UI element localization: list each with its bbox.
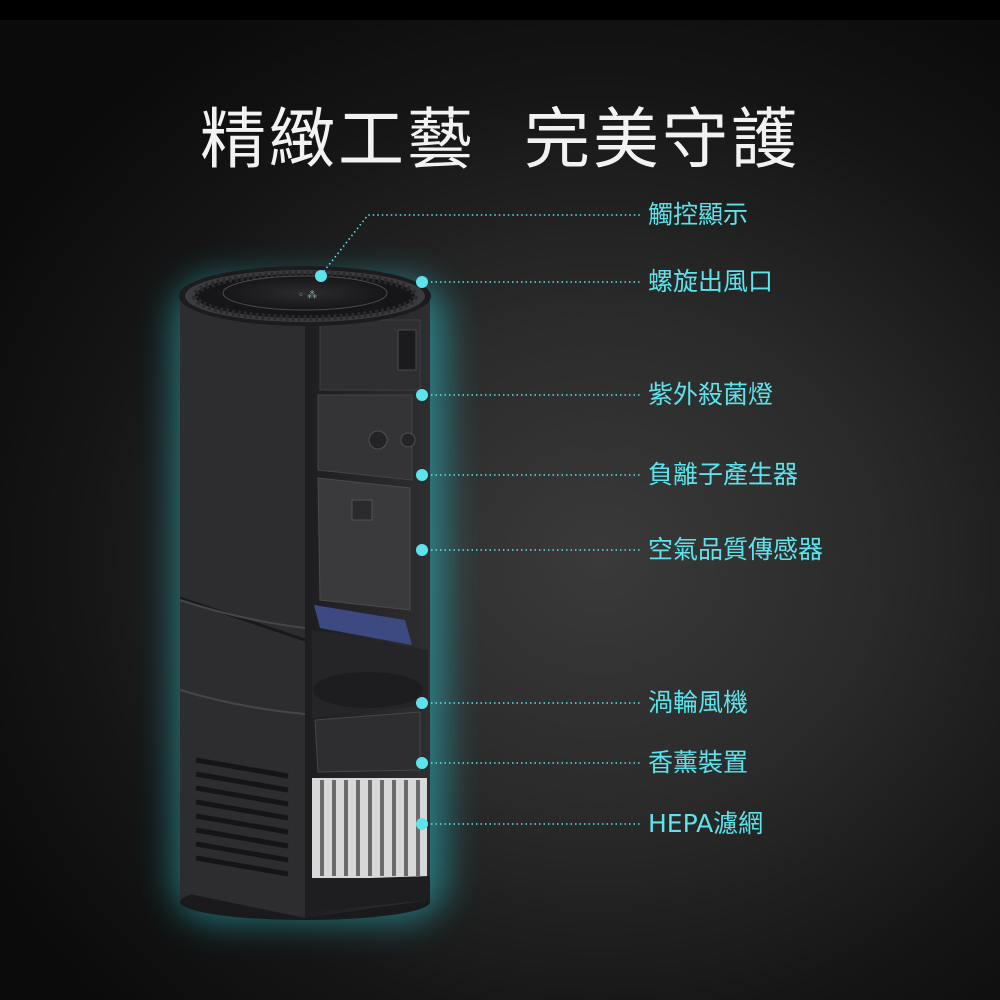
callout-touch-display: 觸控顯示 bbox=[648, 200, 749, 229]
callout-ion-generator: 負離子產生器 bbox=[648, 460, 799, 489]
top-cap: ◦ ⁂ bbox=[179, 266, 431, 326]
hepa-filter-pleats bbox=[312, 778, 427, 878]
callout-hepa-filter: HEPA濾網 bbox=[648, 809, 764, 838]
side-vent-grille bbox=[195, 757, 289, 877]
callout-uv-lamp: 紫外殺菌燈 bbox=[648, 380, 774, 409]
background-stage bbox=[0, 20, 1000, 1000]
display-icon: ◦ ⁂ bbox=[298, 289, 317, 301]
callout-aroma-device: 香薰裝置 bbox=[648, 748, 749, 777]
callout-turbo-fan: 渦輪風機 bbox=[648, 688, 749, 717]
interior-cutaway bbox=[305, 300, 430, 918]
callout-dots bbox=[315, 270, 428, 830]
headline: 精緻工藝 完美守護 bbox=[200, 101, 800, 178]
callout-air-quality-sensor: 空氣品質傳感器 bbox=[648, 535, 824, 564]
callout-leaders bbox=[320, 214, 640, 825]
callout-spiral-outlet: 螺旋出風口 bbox=[648, 267, 774, 296]
